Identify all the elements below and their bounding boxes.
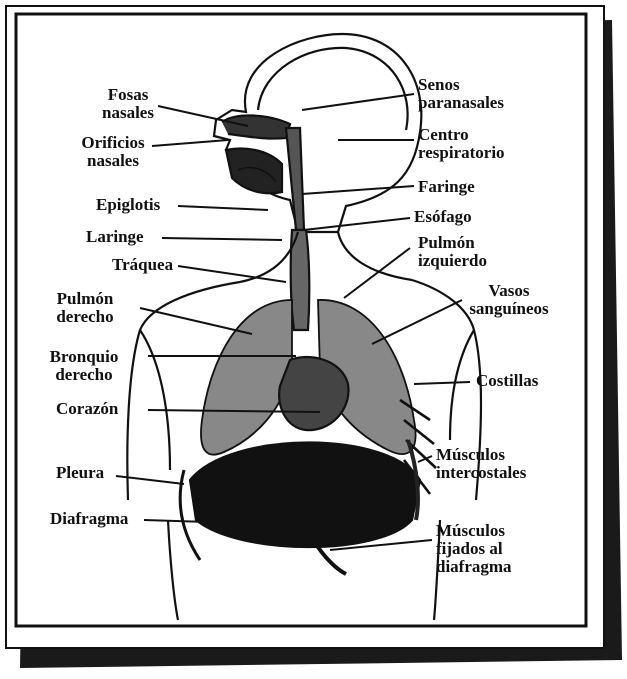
label-laringe: Laringe <box>86 228 144 246</box>
label-diafragma: Diafragma <box>50 510 128 528</box>
label-costillas: Costillas <box>476 372 538 390</box>
label-pleura: Pleura <box>56 464 104 482</box>
label-traquea: Tráquea <box>112 256 173 274</box>
label-esofago: Esófago <box>414 208 472 226</box>
label-epiglotis: Epiglotis <box>96 196 160 214</box>
label-faringe: Faringe <box>418 178 475 196</box>
label-corazon: Corazón <box>56 400 118 418</box>
